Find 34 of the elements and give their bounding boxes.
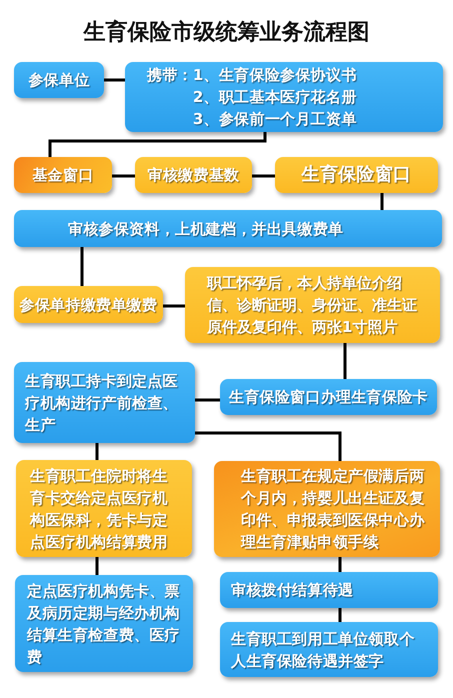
- process-box: 定点医疗机构凭卡、票及病历定期与经办机构结算生育检查费、医疗费: [15, 575, 193, 672]
- process-box: 审核缴费基数: [135, 157, 252, 193]
- connector-line: [112, 174, 135, 178]
- connector-line: [380, 193, 384, 210]
- process-box: 生育职工住院时将生育卡交给定点医疗机构医保科，凭卡与定点医疗机构结算费用: [16, 460, 192, 557]
- process-box: 基金窗口: [14, 157, 112, 193]
- connector-line: [195, 398, 220, 402]
- list-item: 1、生育保险参保协议书: [192, 65, 357, 86]
- connector-line: [338, 608, 342, 622]
- process-box: 生育职工在规定产假满后两个月内，持婴儿出生证及复印件、申报表到医保中心办理生育津贴申领手续: [214, 461, 440, 557]
- process-box: [125, 62, 443, 132]
- connector-line: [195, 432, 342, 461]
- process-box: 生育保险窗口办理生育保险卡: [220, 379, 437, 415]
- process-box: 生育职工到用工单位领取个人生育保险待遇并签字: [220, 622, 438, 677]
- process-box: 生育保险窗口: [275, 157, 438, 193]
- process-box: 审核拨付结算待遇: [220, 572, 438, 608]
- process-box: 审核参保资料，上机建档，并出具缴费单: [14, 210, 442, 247]
- connector-line: [104, 78, 125, 82]
- process-box: 职工怀孕后，本人持单位介绍信、诊断证明、身份证、准生证原件及复印件、两张1寸照片: [185, 267, 440, 343]
- connector-line: [338, 557, 342, 572]
- connector-line: [80, 247, 84, 286]
- connector-line: [48, 132, 266, 157]
- connector-line: [252, 174, 275, 178]
- list-label: 携带：: [147, 65, 193, 86]
- process-box: 参保单持缴费单缴费: [14, 286, 163, 323]
- process-box: 参保单位: [14, 62, 104, 98]
- connector-line: [96, 443, 98, 460]
- connector-line: [96, 557, 98, 575]
- diagram-title: 生育保险市级统筹业务流程图: [82, 19, 370, 47]
- list-item: 3、参保前一个月工资单: [192, 109, 357, 130]
- process-box: 生育职工持卡到定点医疗机构进行产前检查、生产: [14, 362, 195, 443]
- connector-line: [163, 304, 185, 308]
- connector-line: [344, 343, 346, 379]
- list-item: 2、职工基本医疗花名册: [192, 87, 357, 108]
